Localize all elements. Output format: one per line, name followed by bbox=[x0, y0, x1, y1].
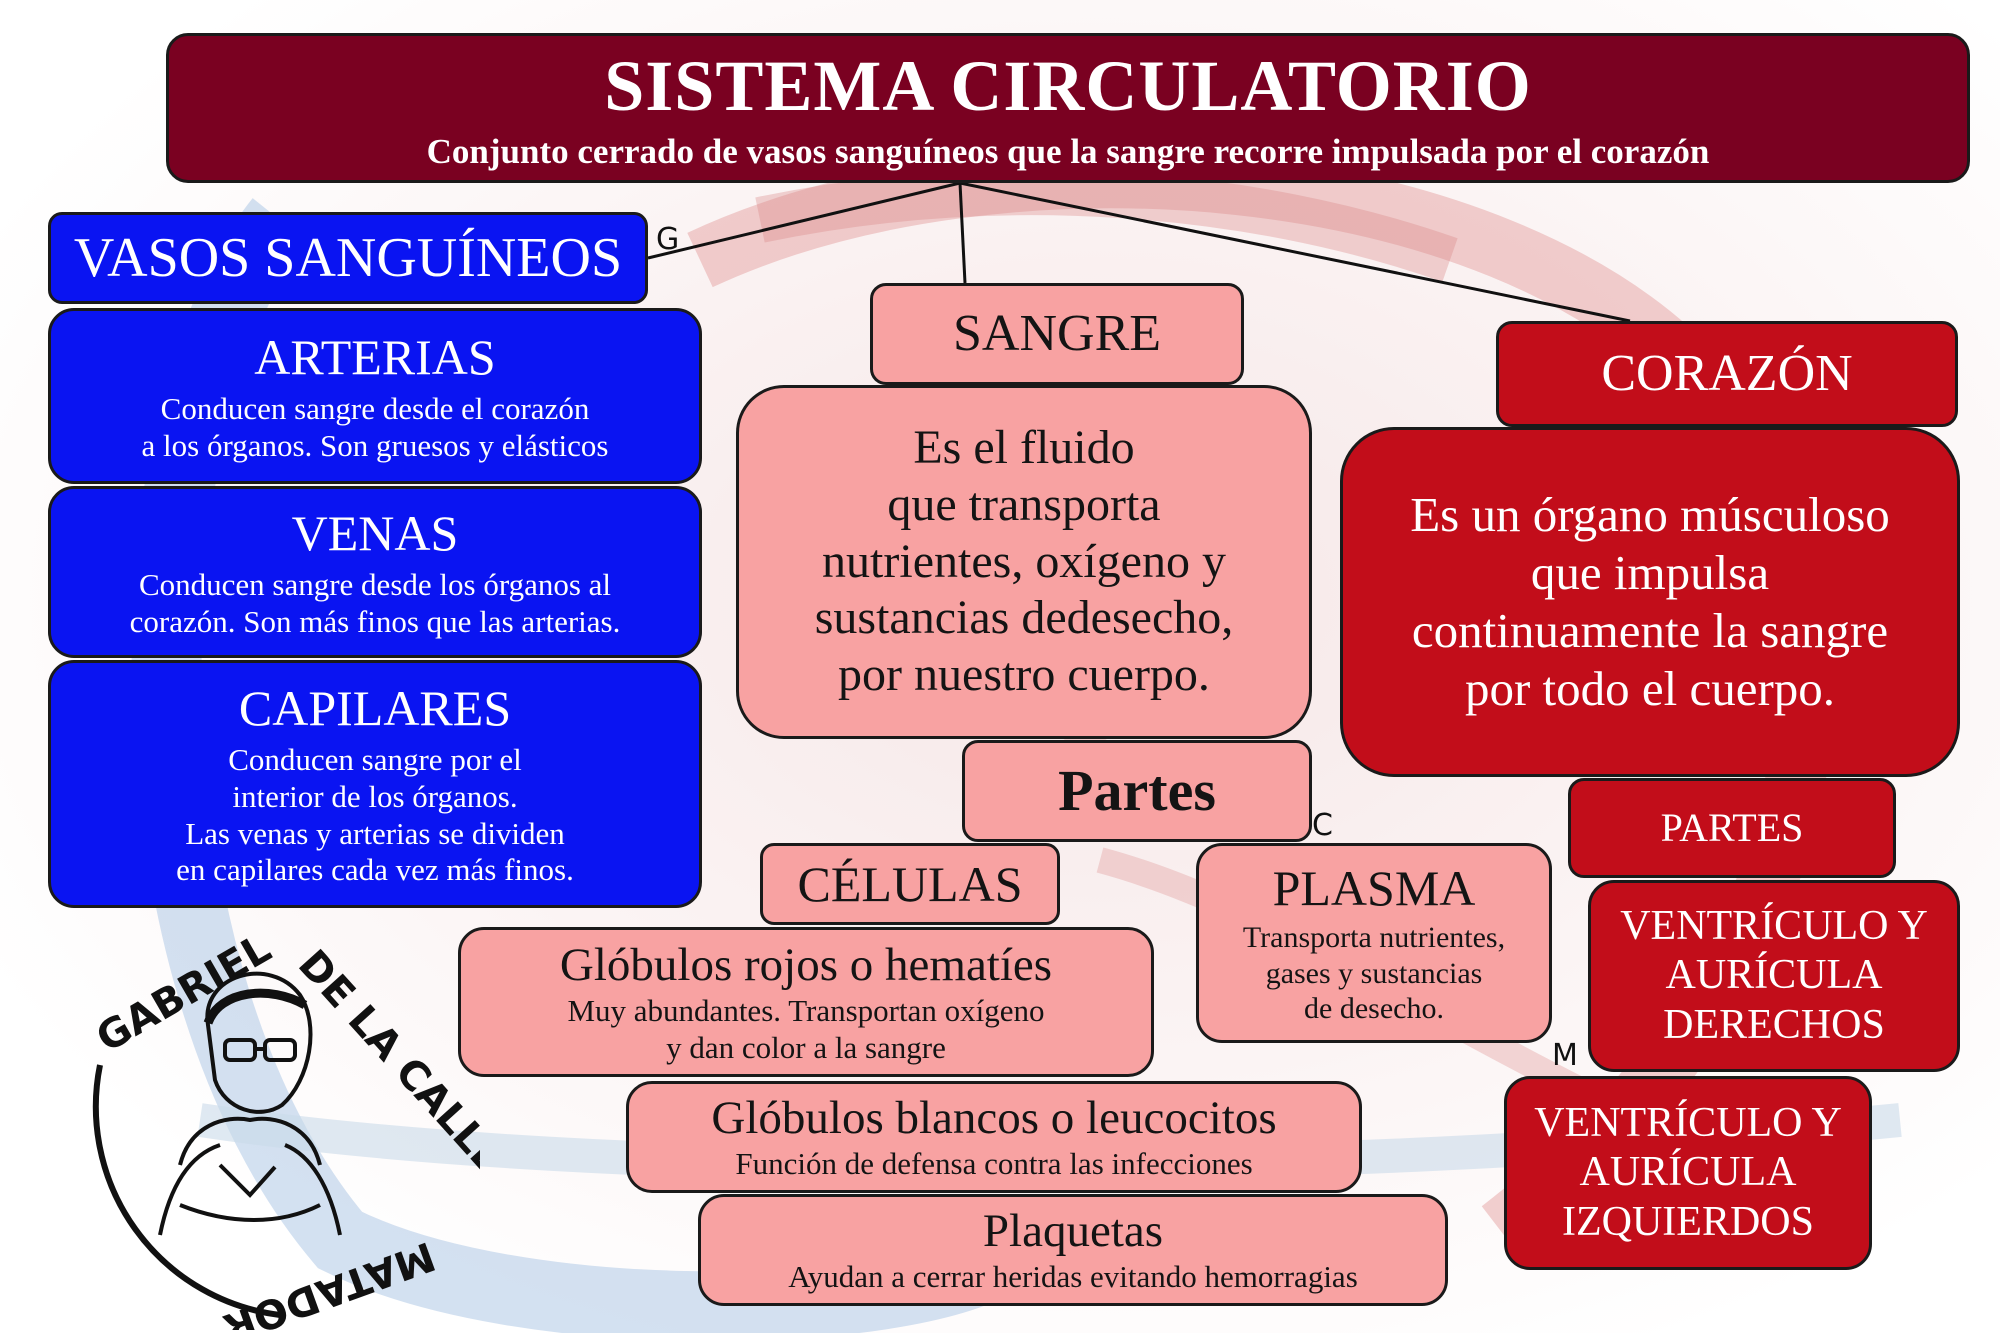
portrait-sketch-icon bbox=[158, 971, 342, 1236]
sangre-desc-2: que transporta bbox=[887, 478, 1161, 532]
arterias-line-1: Conducen sangre desde el corazón bbox=[160, 390, 590, 426]
corazon-desc-4: por todo el cuerpo. bbox=[1464, 660, 1836, 716]
corazon-partes-label: PARTES bbox=[1660, 805, 1804, 851]
plasma-box: PLASMA Transporta nutrientes, gases y su… bbox=[1196, 843, 1552, 1043]
corazon-desc-1: Es un órgano músculoso bbox=[1410, 487, 1890, 543]
arterias-box: ARTERIAS Conducen sangre desde el corazó… bbox=[48, 308, 702, 484]
plasma-title: PLASMA bbox=[1272, 860, 1476, 917]
venas-line-2: corazón. Son más finos que las arterias. bbox=[129, 603, 621, 639]
logo-ring-icon bbox=[92, 1064, 281, 1318]
sangre-desc-4: sustancias dedesecho, bbox=[814, 591, 1234, 645]
derechos-line-3: DERECHOS bbox=[1663, 1001, 1885, 1048]
sangre-header: SANGRE bbox=[870, 283, 1244, 385]
sangre-partes-label: Partes bbox=[1058, 757, 1216, 823]
corazon-header: CORAZÓN bbox=[1496, 321, 1958, 427]
corazon-desc-2: que impulsa bbox=[1530, 545, 1770, 601]
sangre-desc-1: Es el fluido bbox=[913, 421, 1135, 475]
globulos-rojos-line-1: Muy abundantes. Transportan oxígeno bbox=[567, 993, 1045, 1029]
izquierdos-line-3: IZQUIERDOS bbox=[1562, 1198, 1814, 1245]
corazon-partes: PARTES bbox=[1568, 778, 1896, 878]
plaquetas-box: Plaquetas Ayudan a cerrar heridas evitan… bbox=[698, 1194, 1448, 1306]
sangre-desc-3: nutrientes, oxígeno y bbox=[822, 534, 1226, 588]
main-subtitle: Conjunto cerrado de vasos sanguíneos que… bbox=[426, 131, 1710, 171]
capilares-line-1: Conducen sangre por el bbox=[228, 742, 522, 778]
logo-name-delacalle: DE LA CALLE bbox=[289, 941, 480, 1182]
celulas-label: CÉLULAS bbox=[797, 855, 1023, 912]
plaquetas-line-1: Ayudan a cerrar heridas evitando hemorra… bbox=[788, 1259, 1358, 1295]
mark-m: M bbox=[1552, 1038, 1578, 1073]
capilares-box: CAPILARES Conducen sangre por el interio… bbox=[48, 660, 702, 908]
corazon-desc-3: continuamente la sangre bbox=[1411, 603, 1889, 658]
title-banner: SISTEMA CIRCULATORIO Conjunto cerrado de… bbox=[166, 33, 1970, 183]
venas-line-1: Conducen sangre desde los órganos al bbox=[138, 566, 612, 602]
globulos-rojos-line-2: y dan color a la sangre bbox=[666, 1029, 946, 1065]
plaquetas-title: Plaquetas bbox=[982, 1204, 1164, 1257]
sangre-header-label: SANGRE bbox=[952, 305, 1162, 363]
derechos-line-2: AURÍCULA bbox=[1665, 952, 1883, 999]
venas-box: VENAS Conducen sangre desde los órganos … bbox=[48, 486, 702, 658]
author-logo: GABRIEL DE LA CALLE MATADOR bbox=[89, 925, 480, 1330]
vasos-header-label: VASOS SANGUÍNEOS bbox=[73, 226, 623, 289]
arterias-title: ARTERIAS bbox=[254, 328, 496, 385]
globulos-rojos-box: Glóbulos rojos o hematíes Muy abundantes… bbox=[458, 927, 1154, 1077]
capilares-line-4: en capilares cada vez más finos. bbox=[176, 852, 574, 888]
logo-name-matador: MATADOR bbox=[218, 1232, 441, 1330]
corazon-description: Es un órgano músculoso que impulsa conti… bbox=[1340, 427, 1960, 777]
izquierdos-line-1: VENTRÍCULO Y bbox=[1534, 1099, 1842, 1146]
capilares-title: CAPILARES bbox=[238, 680, 512, 737]
plasma-line-3: de desecho. bbox=[1304, 992, 1444, 1026]
sangre-description: Es el fluido que transporta nutrientes, … bbox=[736, 385, 1312, 739]
mark-c: C bbox=[1312, 808, 1333, 843]
vasos-header: VASOS SANGUÍNEOS bbox=[48, 212, 648, 304]
venas-title: VENAS bbox=[291, 504, 459, 561]
derechos-line-1: VENTRÍCULO Y bbox=[1620, 902, 1928, 949]
arterias-line-2: a los órganos. Son gruesos y elásticos bbox=[141, 427, 609, 463]
izquierdos-line-2: AURÍCULA bbox=[1579, 1149, 1797, 1196]
sangre-partes: Partes bbox=[962, 740, 1312, 842]
globulos-blancos-box: Glóbulos blancos o leucocitos Función de… bbox=[626, 1081, 1362, 1193]
celulas-box: CÉLULAS bbox=[760, 843, 1060, 925]
izquierdos-box: VENTRÍCULO Y AURÍCULA IZQUIERDOS bbox=[1504, 1076, 1872, 1270]
corazon-header-label: CORAZÓN bbox=[1601, 345, 1853, 403]
globulos-blancos-title: Glóbulos blancos o leucocitos bbox=[711, 1091, 1277, 1144]
globulos-blancos-line-1: Función de defensa contra las infeccione… bbox=[735, 1146, 1253, 1182]
main-title: SISTEMA CIRCULATORIO bbox=[604, 45, 1532, 126]
capilares-line-2: interior de los órganos. bbox=[232, 778, 518, 814]
plasma-line-2: gases y sustancias bbox=[1265, 956, 1483, 990]
capilares-line-3: Las venas y arterias se dividen bbox=[185, 815, 565, 851]
globulos-rojos-title: Glóbulos rojos o hematíes bbox=[559, 938, 1053, 991]
plasma-line-1: Transporta nutrientes, bbox=[1242, 921, 1506, 955]
sangre-desc-5: por nuestro cuerpo. bbox=[838, 647, 1210, 701]
mark-g: G bbox=[656, 222, 680, 257]
derechos-box: VENTRÍCULO Y AURÍCULA DERECHOS bbox=[1588, 880, 1960, 1072]
